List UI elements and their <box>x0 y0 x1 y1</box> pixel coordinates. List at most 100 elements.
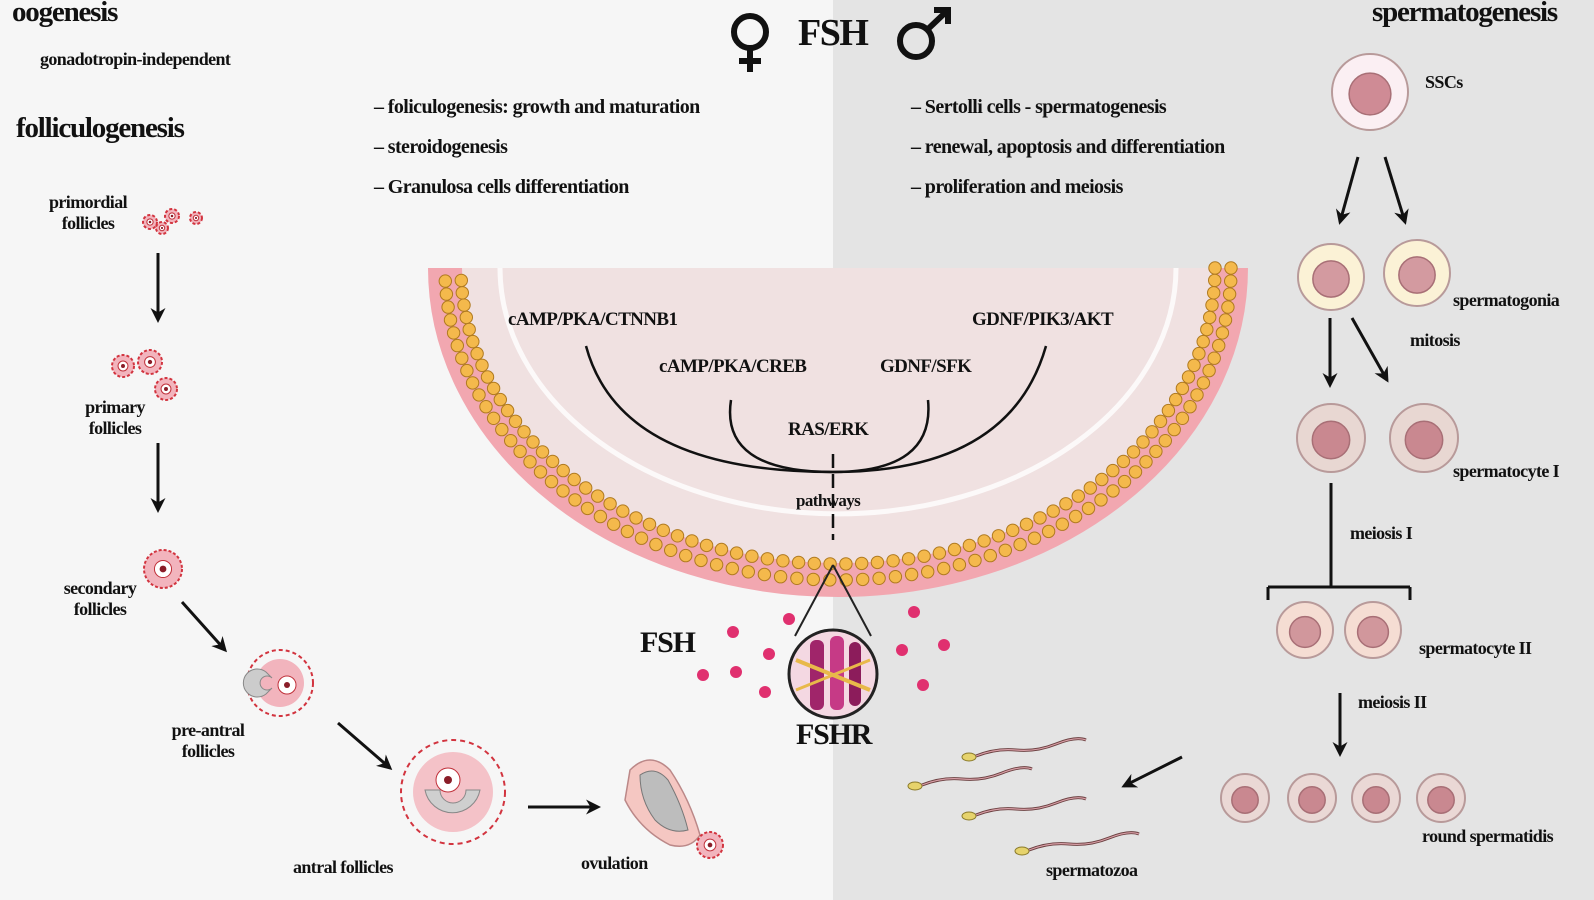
female-symbol-icon <box>731 13 769 72</box>
lipid-head <box>1224 261 1238 275</box>
sperm-head <box>961 811 977 821</box>
spermatocyte-i-label: spermatocyte I <box>1453 461 1560 481</box>
lipid-head <box>603 497 617 511</box>
fsh-molecule-dot <box>783 613 795 625</box>
sperm-head <box>907 781 923 791</box>
antral-antrum <box>424 789 481 814</box>
lipid-head <box>1136 435 1150 449</box>
lipid-head <box>465 376 480 390</box>
lipid-head <box>443 313 458 327</box>
lipid-head <box>1019 517 1034 531</box>
lipid-head <box>839 557 853 571</box>
fsh-molecule-dot <box>763 648 775 660</box>
pathway-gdnf-sfk: GDNF/SFK <box>880 356 972 377</box>
pathways-label: pathways <box>796 491 861 510</box>
lipid-head <box>725 561 739 576</box>
lipid-head <box>886 554 900 568</box>
lipid-head <box>616 504 630 518</box>
fshr-label: FSHR <box>796 718 872 751</box>
secondary-follicle-nucleolus <box>159 565 167 573</box>
sperm-head <box>961 752 977 762</box>
lipid-head <box>1202 363 1216 378</box>
lipid-head <box>480 370 495 384</box>
primordial-follicle-nucleolus <box>148 220 152 224</box>
meiosis-ii-label: meiosis II <box>1358 692 1427 712</box>
fsh-molecule-dot <box>697 669 709 681</box>
lipid-head <box>1083 481 1098 495</box>
lipid-head <box>545 454 560 469</box>
lipid-head <box>1033 511 1047 525</box>
lipid-head <box>670 529 685 543</box>
lipid-head <box>466 334 480 349</box>
antral-granulosa <box>413 752 493 832</box>
lipid-head <box>1187 358 1201 372</box>
cell-inner-glow <box>497 267 1179 517</box>
lipid-head <box>1207 286 1221 300</box>
lipid-head <box>634 531 649 545</box>
cell-cytoplasm <box>438 268 1238 568</box>
fsh-molecule-dot <box>938 639 950 651</box>
lipid-head <box>591 489 605 503</box>
lipid-head <box>642 517 657 531</box>
lipid-head <box>579 481 593 495</box>
lipid-head <box>855 556 869 571</box>
sperm-tail-highlight <box>975 797 1087 816</box>
lipid-head <box>1183 400 1197 414</box>
lipid-head <box>872 571 886 585</box>
lipid-head <box>1190 388 1204 402</box>
pathway-gdnf-pik3-akt: GDNF/PIK3/AKT <box>972 309 1114 330</box>
lipid-head <box>438 274 452 288</box>
lipid-head <box>983 548 997 563</box>
lipid-head <box>1068 509 1083 524</box>
lipid-head <box>962 538 977 553</box>
lipid-head <box>1145 425 1159 439</box>
male-bullet-3: – proliferation and meiosis <box>911 176 1123 198</box>
pathway-camp-pka-ctnnb1: cAMP/PKA/CTNNB1 <box>508 309 678 330</box>
lipid-head <box>593 509 608 524</box>
lipid-head <box>1128 465 1143 479</box>
folliculogenesis-title: folliculogenesis <box>16 112 185 144</box>
lipid-head <box>791 555 806 570</box>
lipid-head <box>1218 313 1233 327</box>
lipid-head <box>508 414 523 428</box>
lipid-head <box>888 570 903 584</box>
fsh-molecule-dot <box>759 686 771 698</box>
lipid-head <box>1167 422 1181 437</box>
lipid-head <box>773 570 788 584</box>
gonadotropin-note: gonadotropin-independent <box>40 49 231 69</box>
round-spermatid-cell-nucleus <box>1427 786 1455 814</box>
lipid-head <box>1126 445 1141 459</box>
lipid-head <box>459 310 473 325</box>
lipid-head <box>1094 493 1108 507</box>
antral-nucleus <box>444 776 452 784</box>
lipid-head <box>504 434 518 448</box>
round-spermatidis-label: round spermatidis <box>1422 826 1554 846</box>
fsh-molecule-dot <box>730 666 742 678</box>
lipid-head <box>947 542 962 557</box>
fsh-molecule-dot <box>727 626 739 638</box>
spermatocyte-ii-cell-nucleus <box>1288 615 1322 649</box>
spermatozoa-illustrations <box>907 737 1140 856</box>
spermatozoa-label: spermatozoa <box>1046 860 1138 880</box>
lipid-head <box>694 553 708 568</box>
primordial-follicle-nucleolus <box>160 226 164 230</box>
lipid-head <box>580 501 595 516</box>
lipid-head <box>776 554 790 568</box>
lipid-head <box>629 511 643 525</box>
lipid-head <box>446 326 461 340</box>
lipid-head <box>741 565 755 579</box>
pathway-ras-erk: RAS/ERK <box>788 419 869 440</box>
oogenesis-arrows <box>150 253 601 815</box>
spermatocyte-i-cell-nucleus <box>1404 420 1444 460</box>
lipid-head <box>455 351 469 365</box>
lipid-head <box>1181 370 1196 384</box>
ssc-cell-nucleus <box>1348 72 1392 116</box>
lipid-head <box>998 543 1012 557</box>
lipid-head <box>1139 455 1153 469</box>
spermatogenesis-cells <box>1220 53 1466 823</box>
lipid-head <box>1192 346 1206 361</box>
lipid-head <box>607 517 621 531</box>
follicle-stages <box>111 208 724 859</box>
